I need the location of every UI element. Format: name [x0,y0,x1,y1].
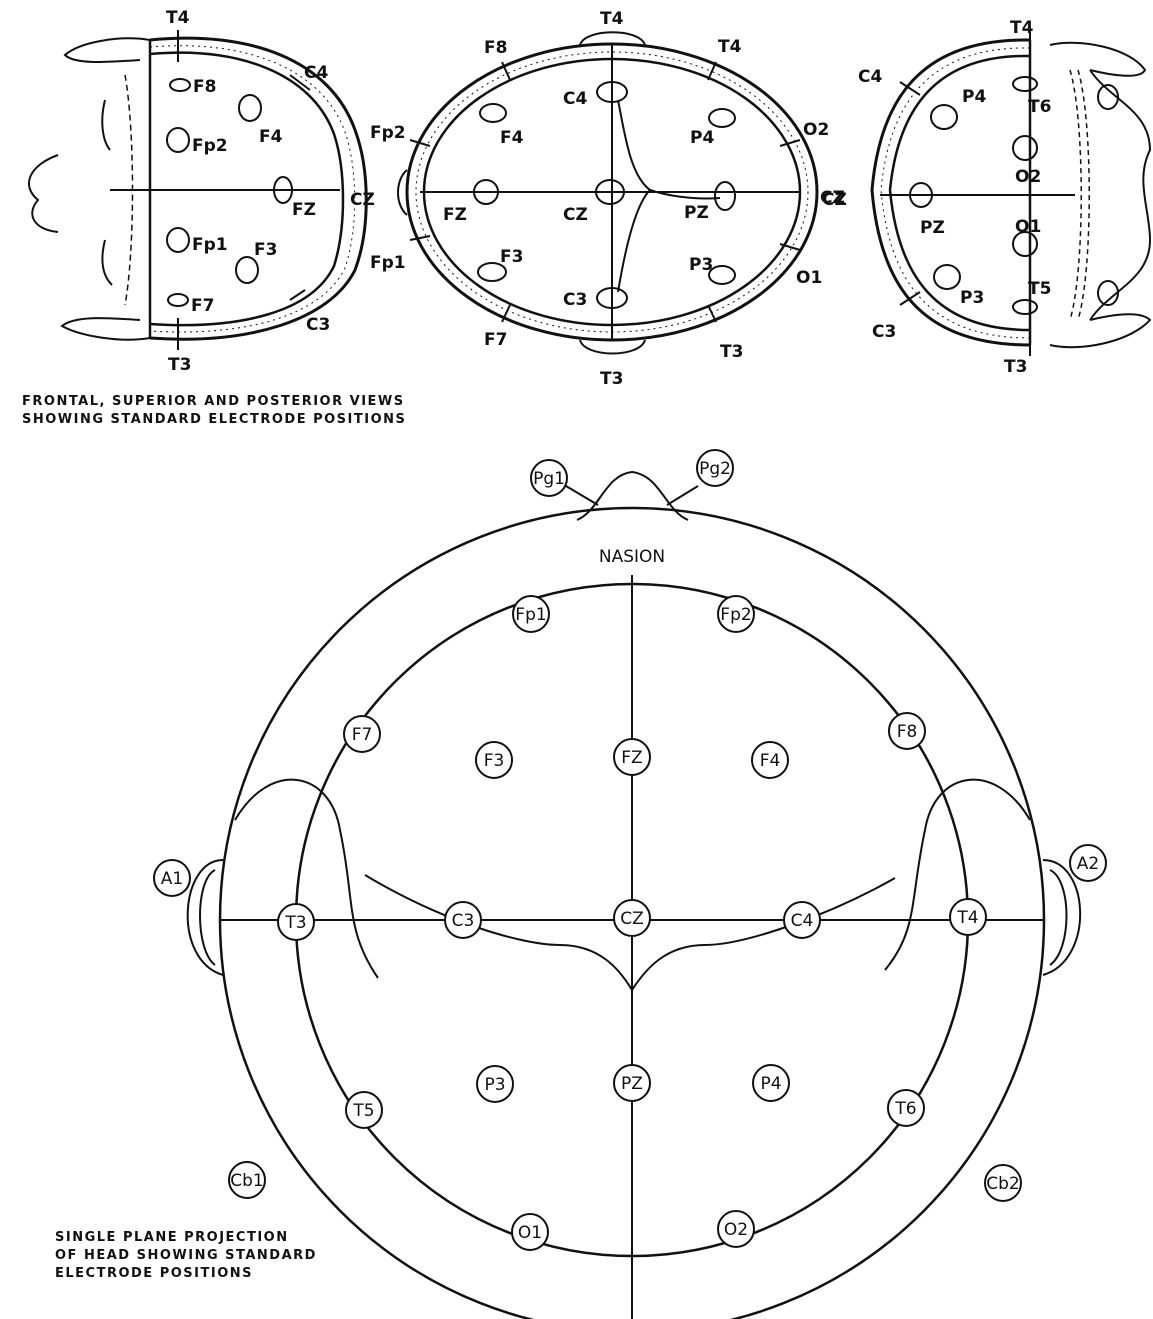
electrode-fz-label: FZ [621,748,642,768]
electrode-f4-label: F4 [760,751,781,771]
electrode-c3-label: C3 [452,911,475,931]
superior-label-cz: CZ [563,205,588,225]
electrode-pg2-label: Pg2 [699,459,731,479]
frontal-label-f8: F8 [193,77,216,97]
electrode-fp1-label: Fp1 [515,605,546,625]
electrode-c4-label: C4 [791,911,814,931]
superior-label-p4: P4 [690,128,714,148]
electrode-o1-label: O1 [518,1223,542,1243]
superior-label-c4: C4 [563,89,587,109]
superior-view: T4 F8 T4 C4 Fp2 F4 P4 O2 FZ CZ PZ CZ Fp1… [370,9,847,389]
posterior-label-c4: C4 [858,67,882,87]
electrode-pg1-label: Pg1 [533,469,565,489]
posterior-label-o2: O2 [1015,167,1041,187]
frontal-label-f7: F7 [191,296,214,316]
electrode-a2-label: A2 [1077,854,1099,874]
electrode-f3-label: F3 [484,751,505,771]
bottom-caption-line1: SINGLE PLANE PROJECTION [55,1230,289,1245]
superior-label-f3: F3 [500,247,523,267]
electrode-p4-label: P4 [760,1074,781,1094]
top-caption-line1: FRONTAL, SUPERIOR AND POSTERIOR VIEWS [22,394,405,409]
superior-label-f8: F8 [484,38,507,58]
posterior-label-cz: CZ [820,188,845,208]
nasion-label: NASION [599,547,665,567]
posterior-label-p4: P4 [962,87,986,107]
bottom-caption-line3: ELECTRODE POSITIONS [55,1266,253,1281]
posterior-label-t5: T5 [1028,279,1051,299]
electrode-o2-label: O2 [724,1220,748,1240]
superior-label-t3-bottom: T3 [600,369,623,389]
superior-label-fz: FZ [443,205,467,225]
electrode-cz-label: CZ [620,909,644,929]
frontal-label-f4: F4 [259,127,283,147]
frontal-label-c4: C4 [304,63,328,83]
frontal-label-fp2: Fp2 [192,136,228,156]
frontal-label-f3: F3 [254,240,277,260]
electrode-t5-label: T5 [352,1101,374,1121]
top-caption-line2: SHOWING STANDARD ELECTRODE POSITIONS [22,412,406,427]
superior-label-o2: O2 [803,120,829,140]
bottom-caption-line2: OF HEAD SHOWING STANDARD [55,1248,317,1263]
posterior-label-c3: C3 [872,322,896,342]
electrode-t6-label: T6 [894,1099,916,1119]
superior-label-f7: F7 [484,330,507,350]
superior-label-o1: O1 [796,268,822,288]
superior-label-fp2: Fp2 [370,123,406,143]
superior-label-p3: P3 [689,255,713,275]
superior-label-t3: T3 [720,342,743,362]
superior-label-c3: C3 [563,290,587,310]
posterior-label-p3: P3 [960,288,984,308]
superior-label-fp1: Fp1 [370,253,406,273]
posterior-label-t3: T3 [1004,357,1027,377]
electrode-f7-label: F7 [352,725,373,745]
frontal-label-c3: C3 [306,315,330,335]
superior-label-f4: F4 [500,128,524,148]
electrode-cb1-label: Cb1 [230,1171,263,1191]
electrode-cb2-label: Cb2 [986,1174,1019,1194]
electrode-f8-label: F8 [897,722,918,742]
superior-label-pz: PZ [684,203,709,223]
posterior-label-t6: T6 [1028,97,1051,117]
frontal-view: T4 F8 C4 Fp2 F4 CZ FZ Fp1 F3 F7 C3 T3 [29,8,375,375]
electrode-t3-label: T3 [284,913,306,933]
electrode-t4-label: T4 [956,908,978,928]
electrode-p3-label: P3 [484,1075,505,1095]
electrode-a1-label: A1 [161,869,183,889]
posterior-label-o1: O1 [1015,217,1041,237]
frontal-label-fz: FZ [292,200,316,220]
posterior-label-pz: PZ [920,218,945,238]
electrode-fp2-label: Fp2 [720,605,751,625]
superior-label-t4: T4 [718,37,742,57]
frontal-label-t4: T4 [166,8,190,28]
electrode-pz-label: PZ [621,1074,643,1094]
posterior-label-t4: T4 [1010,18,1034,38]
frontal-label-fp1: Fp1 [192,235,228,255]
superior-label-t4-top: T4 [600,9,624,29]
frontal-label-t3: T3 [168,355,191,375]
frontal-label-cz: CZ [350,190,375,210]
posterior-view: T4 C4 P4 T6 O2 CZ PZ O1 P3 T5 C3 T3 [820,18,1150,377]
